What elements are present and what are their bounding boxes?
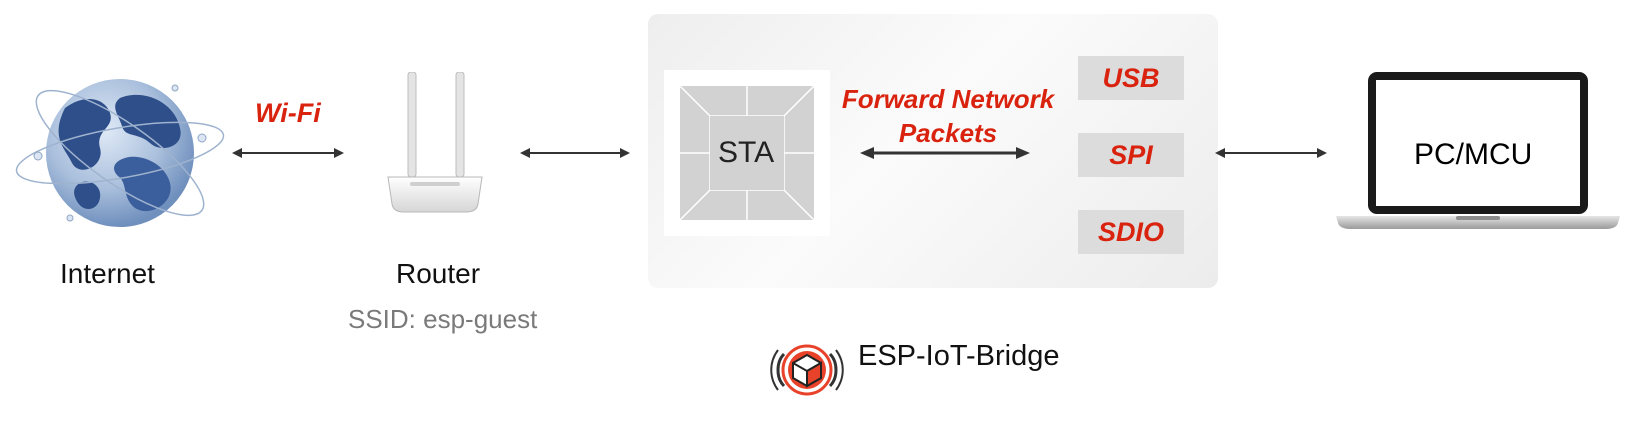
router-bridge-arrow <box>520 148 630 158</box>
pc-label: PC/MCU <box>1414 138 1533 171</box>
router-label: Router <box>396 258 481 289</box>
laptop-icon <box>1336 72 1620 229</box>
interface-spi: SPI <box>1078 133 1184 177</box>
globe-icon <box>15 79 225 227</box>
router-icon <box>387 72 483 213</box>
interface-sdio: SDIO <box>1078 210 1184 254</box>
router-ssid: SSID: esp-guest <box>348 304 538 334</box>
brand-name: ESP-IoT-Bridge <box>858 340 1060 372</box>
wifi-arrow <box>232 148 344 158</box>
wifi-label: Wi-Fi <box>255 98 321 128</box>
internet-label: Internet <box>60 258 155 289</box>
chip-icon <box>664 70 830 236</box>
forward-arrow <box>860 147 1030 159</box>
forward-label-line2: Packets <box>898 118 998 148</box>
forward-label-line1: Forward Network <box>841 84 1055 114</box>
interface-usb: USB <box>1078 56 1184 100</box>
bridge-pc-arrow <box>1215 148 1327 158</box>
chip-label: STA <box>718 136 775 169</box>
esp-iot-bridge-logo-icon <box>770 344 844 396</box>
